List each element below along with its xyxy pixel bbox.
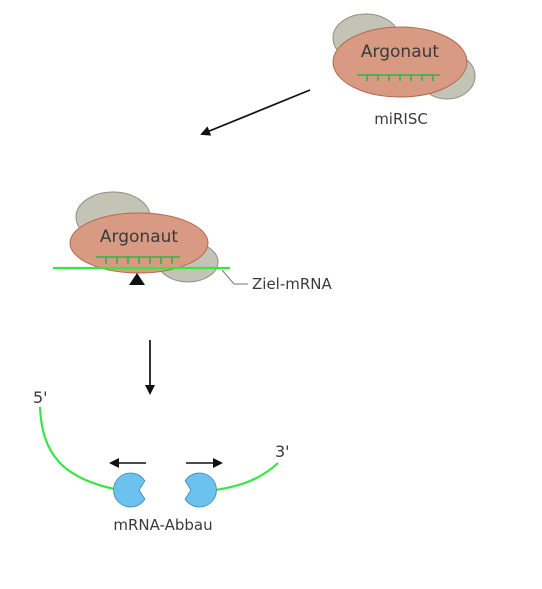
argonaut-protein — [332, 26, 468, 98]
mrna-degradation: 5' 3' mRNA-Abbau — [33, 388, 290, 534]
mrna-fragment-5prime — [38, 406, 133, 494]
target-mrna-label: Ziel-mRNA — [252, 275, 333, 293]
mirna-strand — [357, 74, 440, 81]
argonaut-label: Argonaut — [100, 227, 178, 247]
degradation-caption: mRNA-Abbau — [113, 516, 212, 534]
binding-arrow — [200, 89, 311, 136]
mirna-strand — [96, 256, 180, 264]
mirisc-complex: Argonaut miRISC — [332, 13, 476, 128]
mirisc-caption: miRISC — [374, 110, 428, 128]
cleavage-site-marker — [129, 273, 145, 285]
target-leader-line — [221, 269, 248, 285]
five-prime-label: 5' — [33, 388, 48, 407]
argonaut-protein — [69, 212, 209, 274]
exonuclease-right-icon — [184, 472, 217, 508]
three-prime-label: 3' — [275, 442, 290, 461]
argonaut-label: Argonaut — [361, 42, 439, 62]
target-bound-complex: Argonaut Ziel-mRNA — [53, 191, 333, 293]
exonuclease-left-icon — [113, 472, 146, 508]
